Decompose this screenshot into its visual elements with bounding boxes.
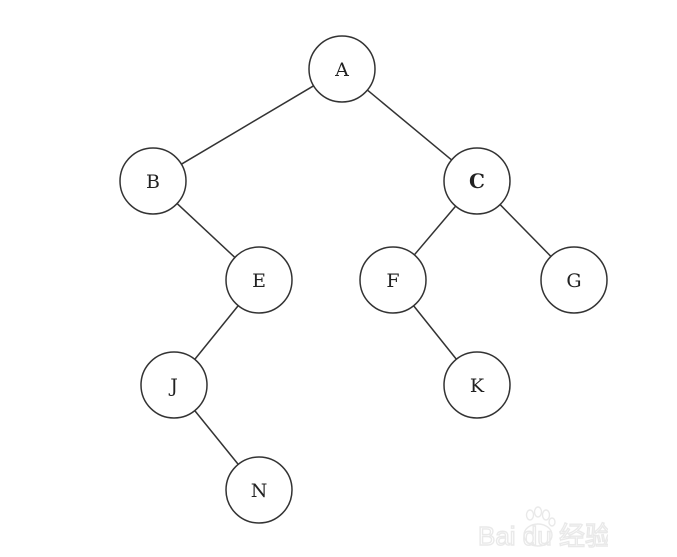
node-j: J bbox=[140, 351, 208, 419]
node-label: G bbox=[566, 270, 581, 292]
node-b: B bbox=[119, 147, 187, 215]
node-a: A bbox=[308, 35, 376, 103]
edge-a-b bbox=[181, 85, 314, 165]
paw-icon bbox=[523, 506, 556, 547]
node-circle bbox=[225, 456, 293, 524]
node-label: K bbox=[470, 375, 485, 397]
node-label: F bbox=[386, 270, 399, 292]
edge-b-e bbox=[176, 202, 236, 259]
edge-f-k bbox=[413, 305, 457, 360]
node-label: B bbox=[146, 171, 160, 193]
edge-j-n bbox=[194, 410, 239, 465]
node-circle bbox=[443, 351, 511, 419]
node-circle bbox=[443, 147, 511, 215]
node-label: C bbox=[469, 169, 485, 193]
edge-a-c bbox=[366, 89, 453, 161]
node-e: E bbox=[225, 246, 293, 314]
edge-c-g bbox=[499, 204, 552, 257]
node-circle bbox=[308, 35, 376, 103]
node-label: J bbox=[168, 375, 178, 397]
node-label: N bbox=[251, 480, 268, 502]
node-circle bbox=[359, 246, 427, 314]
watermark-text: Bai du 经验 bbox=[478, 521, 608, 551]
node-label: E bbox=[252, 270, 266, 292]
node-circle bbox=[540, 246, 608, 314]
baidu-watermark-logo: Bai du 经验 bbox=[478, 506, 608, 552]
edge-e-j bbox=[194, 305, 239, 360]
edge-c-f bbox=[413, 205, 457, 256]
node-f: F bbox=[359, 246, 427, 314]
node-k: K bbox=[443, 351, 511, 419]
node-g: G bbox=[540, 246, 608, 314]
node-circle bbox=[119, 147, 187, 215]
node-n: N bbox=[225, 456, 293, 524]
node-circle bbox=[140, 351, 208, 419]
node-c: C bbox=[443, 147, 511, 215]
node-label: A bbox=[334, 59, 349, 81]
node-circle bbox=[225, 246, 293, 314]
tree-nodes: A B C E F G J K N bbox=[119, 35, 608, 524]
tree-edges bbox=[176, 85, 552, 465]
